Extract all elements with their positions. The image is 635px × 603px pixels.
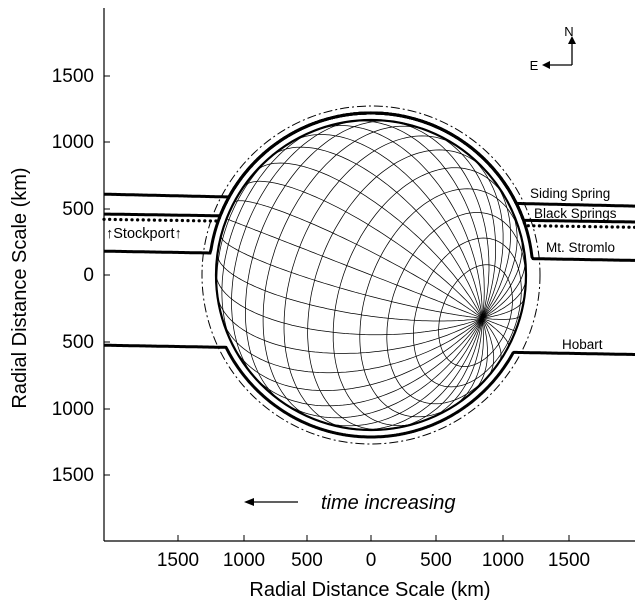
east-arrowhead-icon: [542, 61, 550, 69]
meridian-line: [463, 150, 504, 319]
meridian-line: [255, 162, 483, 319]
compass-north-label: N: [564, 24, 573, 39]
meridian-line: [226, 218, 483, 319]
meridian-line: [217, 253, 483, 322]
meridian-line: [252, 318, 483, 407]
meridian-line: [393, 318, 483, 429]
meridian-line: [482, 317, 516, 332]
time-increasing-label: time increasing: [321, 492, 456, 514]
y-tick-label: 1500: [52, 66, 94, 87]
occultation-chords: [102, 111, 635, 439]
x-tick-label: 1000: [223, 550, 265, 571]
parallel-line: [262, 125, 428, 420]
parallel-line: [221, 129, 318, 347]
meridian-line: [481, 177, 511, 319]
x-axis-title: Radial Distance Scale (km): [249, 579, 490, 601]
label-siding-spring: Siding Spring: [530, 186, 610, 201]
meridian-line: [481, 257, 526, 319]
meridian-line: [220, 235, 483, 319]
y-tick-label: 1000: [52, 132, 94, 153]
outer-dashdot-ring: [201, 105, 541, 445]
label-mt-stromlo: Mt. Stromlo: [546, 240, 615, 255]
parallel-line: [413, 237, 522, 388]
meridian-line: [481, 206, 518, 319]
north-arrowhead-icon: [568, 36, 576, 44]
meridian-line: [481, 318, 495, 378]
x-tick-label: 0: [366, 550, 377, 571]
parallel-line: [245, 120, 391, 402]
time-arrowhead-icon: [244, 498, 254, 506]
chord-hobart: [104, 343, 635, 439]
chord-mt-stromlo: [104, 111, 635, 262]
label-hobart: Hobart: [562, 337, 603, 352]
sphere-graticule: [215, 120, 527, 431]
meridian-line: [453, 318, 484, 407]
x-tick-label: 1500: [548, 550, 590, 571]
meridian-line: [350, 120, 485, 319]
y-tick-label: 1000: [52, 399, 94, 420]
y-tick-label: 1500: [52, 465, 94, 486]
label-stockport: ↑Stockport↑: [106, 226, 182, 242]
parallel-line: [231, 120, 357, 380]
x-tick-label: 500: [420, 550, 452, 571]
meridian-line: [481, 317, 509, 347]
meridian-line: [429, 131, 496, 319]
meridian-line: [242, 180, 483, 319]
asteroid-sphere: [201, 105, 541, 445]
y-axis-title: Radial Distance Scale (km): [9, 167, 31, 408]
x-tick-label: 500: [291, 550, 323, 571]
meridian-line: [472, 318, 488, 393]
meridian-line: [221, 318, 483, 374]
compass-rose: N E: [530, 24, 576, 73]
time-direction-note: time increasing: [244, 492, 456, 514]
meridian-line: [215, 273, 483, 336]
meridian-line: [317, 318, 483, 427]
y-tick-label: 0: [83, 265, 94, 286]
label-black-springs: Black Springs: [534, 206, 617, 221]
meridian-line: [426, 318, 483, 420]
meridian-line: [280, 318, 483, 419]
meridian-line: [482, 314, 522, 320]
meridian-line: [481, 234, 523, 319]
parallel-line: [438, 264, 513, 367]
compass-east-label: E: [530, 58, 539, 73]
meridian-line: [389, 120, 490, 319]
y-tick-label: 500: [62, 332, 94, 353]
x-tick-label: 1500: [157, 550, 199, 571]
meridian-line: [233, 200, 483, 319]
y-tick-label: 500: [62, 199, 94, 220]
meridian-line: [355, 318, 483, 431]
sphere-rim-thick: [214, 118, 528, 432]
meridian-line: [482, 277, 527, 319]
x-tick-label: 1000: [482, 550, 524, 571]
meridian-line: [290, 134, 483, 319]
